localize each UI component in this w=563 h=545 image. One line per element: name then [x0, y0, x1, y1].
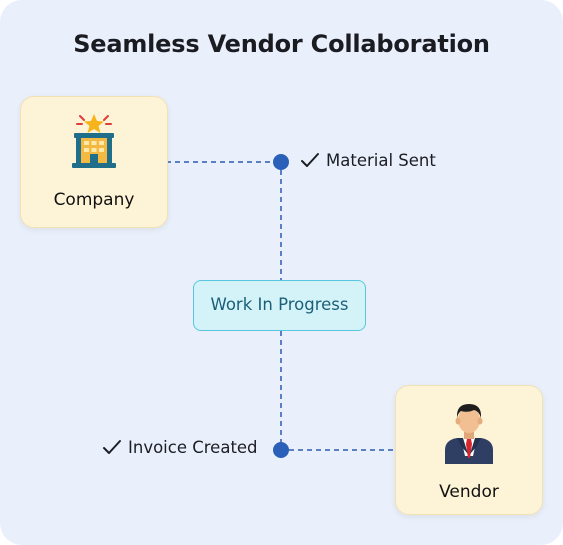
- businessman-icon: [445, 404, 493, 464]
- step-material-sent: Material Sent: [300, 151, 436, 170]
- checkmark-icon: [103, 439, 121, 454]
- step-material-label: Material Sent: [326, 151, 436, 170]
- invoice-dot: [273, 442, 289, 458]
- checkmark-icon: [301, 152, 319, 167]
- diagram-title: Seamless Vendor Collaboration: [73, 30, 490, 58]
- step-invoice-created: Invoice Created: [102, 438, 258, 457]
- company-label: Company: [53, 190, 135, 210]
- work-in-progress-box: Work In Progress: [193, 280, 366, 331]
- vendor-card: Vendor: [395, 385, 543, 515]
- step-invoice-label: Invoice Created: [128, 438, 258, 457]
- company-card: Company: [20, 96, 168, 228]
- material-dot: [273, 154, 289, 170]
- vendor-label: Vendor: [439, 482, 499, 502]
- office-building-icon: [72, 114, 116, 168]
